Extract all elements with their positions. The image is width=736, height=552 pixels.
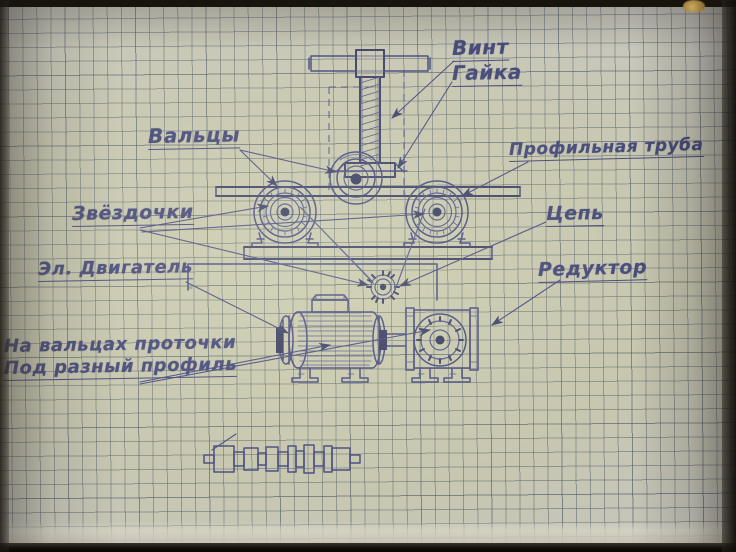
- label-nut: Гайка: [451, 59, 523, 87]
- label-reducer: Редуктор: [537, 256, 648, 283]
- label-sprockets: Звёздочки: [71, 200, 194, 227]
- label-motor: Эл. Двигатель: [37, 256, 193, 282]
- label-chain: Цепь: [545, 201, 604, 227]
- table-bottom-edge: [0, 543, 736, 552]
- photo-right-shadow: [722, 0, 736, 552]
- label-note-line-1: На вальцах проточки: [3, 331, 237, 357]
- table-top-edge: [0, 0, 736, 7]
- label-rollers: Вальцы: [147, 122, 241, 150]
- paper-clip: [683, 0, 705, 12]
- paper-bottom-edge: [0, 521, 736, 545]
- label-screw: Винт: [451, 34, 509, 62]
- photo-left-shadow: [0, 0, 9, 552]
- label-note-line-2: Под разный профиль: [3, 353, 238, 381]
